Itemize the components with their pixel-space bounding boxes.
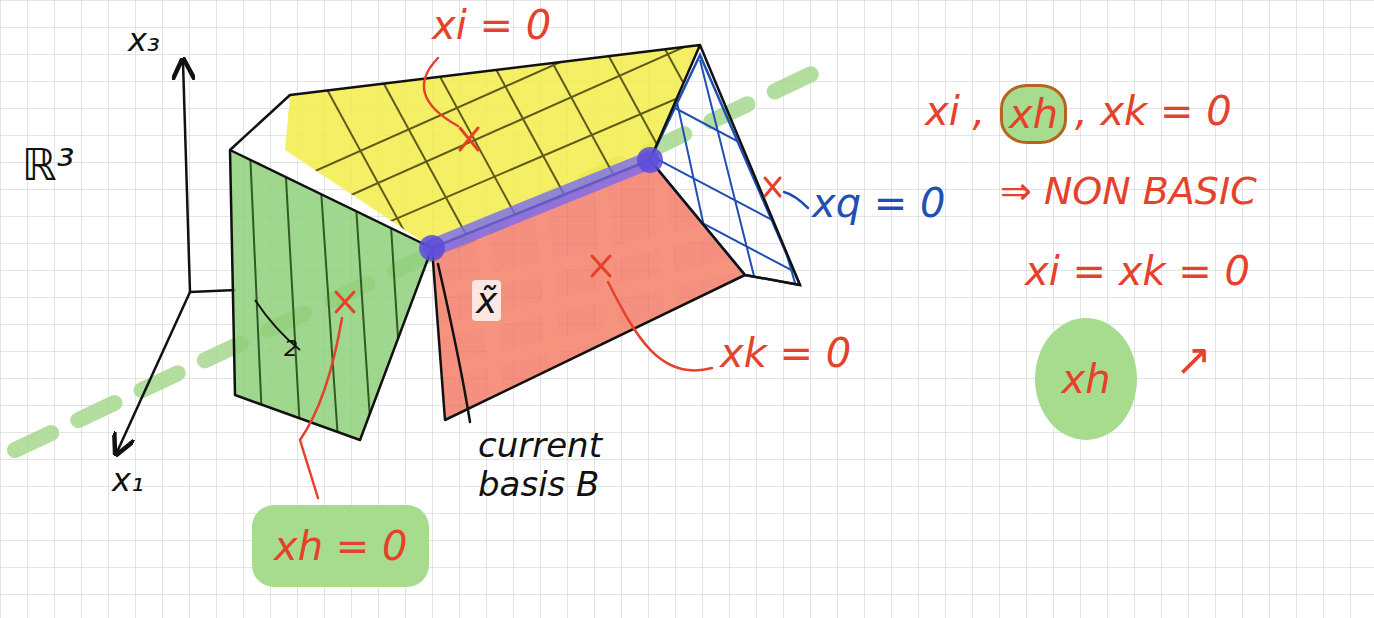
note: ⇒ NON BASIC: [1000, 170, 1257, 214]
highlight-circle: xh: [1035, 318, 1137, 440]
hatch: [250, 150, 405, 450]
node-text: xh: [1009, 91, 1058, 137]
note: current basis B: [478, 426, 688, 504]
face-label: xq = 0: [812, 180, 945, 226]
edge-highlight: [432, 160, 650, 248]
note: , xk = 0: [1075, 88, 1232, 134]
highlight-circle: xh: [1000, 84, 1067, 144]
arrow-symbol: ↗: [1175, 335, 1212, 386]
axis-label: x₁: [112, 462, 144, 499]
point-label: x̃: [472, 280, 501, 321]
highlight-box: xh = 0: [252, 505, 429, 587]
vertex: [419, 235, 445, 261]
axis-label: x₃: [128, 22, 160, 59]
note: xi = xk = 0: [1025, 248, 1250, 294]
node-text: xh: [1061, 356, 1110, 402]
vertex: [637, 147, 663, 173]
axis: [183, 62, 190, 292]
hatch: [400, 170, 760, 430]
note: xi ,: [925, 88, 985, 134]
cross-mark: [336, 128, 780, 312]
node-text: xh = 0: [274, 523, 407, 569]
face-label: xk = 0: [720, 330, 851, 376]
space-label: ℝ³: [22, 140, 75, 191]
polyhedron-edges: [230, 45, 800, 440]
face-label: xi = 0: [432, 2, 551, 48]
callout-number: 2: [284, 336, 298, 361]
axis: [190, 290, 236, 292]
axis: [117, 292, 190, 452]
